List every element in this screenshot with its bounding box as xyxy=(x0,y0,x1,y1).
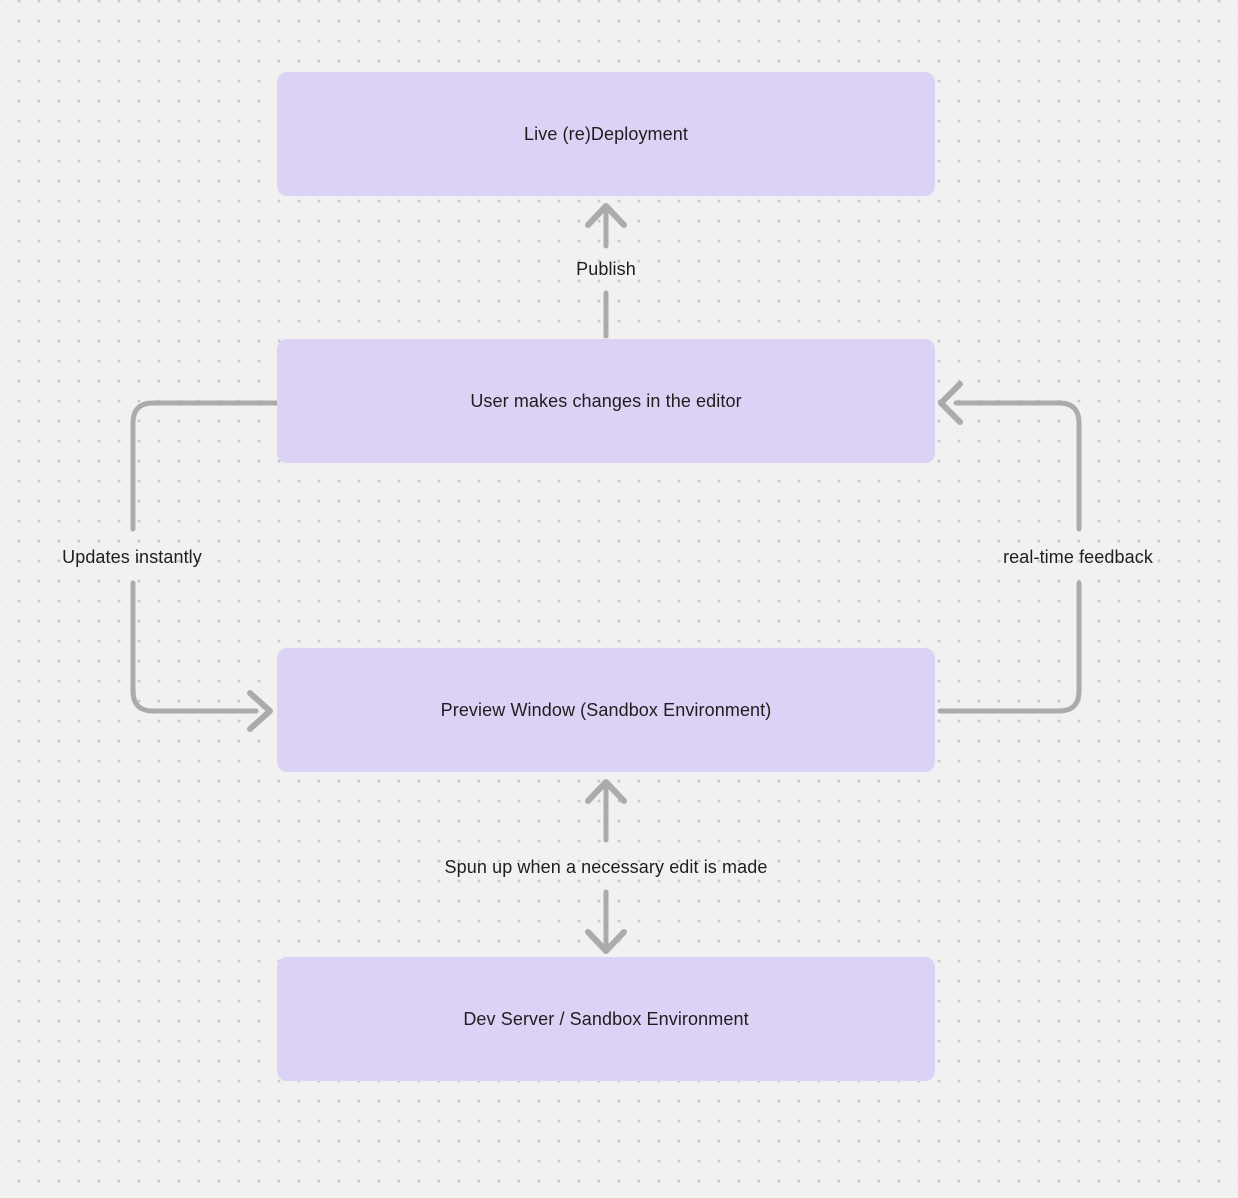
node-label: Preview Window (Sandbox Environment) xyxy=(440,699,772,720)
node-live-redeployment: Live (re)Deployment xyxy=(277,72,935,196)
edge-label-publish: Publish xyxy=(576,259,636,279)
spun-up-arrow-up xyxy=(585,779,627,843)
node-dev-server: Dev Server / Sandbox Environment xyxy=(277,957,935,1081)
node-label: Live (re)Deployment xyxy=(524,123,688,144)
edge-label-spun-up: Spun up when a necessary edit is made xyxy=(444,857,768,877)
node-user-changes: User makes changes in the editor xyxy=(277,339,935,463)
node-label: User makes changes in the editor xyxy=(470,390,742,411)
node-preview-window: Preview Window (Sandbox Environment) xyxy=(277,648,935,772)
edge-label-updates-instantly: Updates instantly xyxy=(62,547,202,567)
edge-label-realtime-feedback: real-time feedback xyxy=(1003,547,1153,567)
spun-up-arrow-down xyxy=(585,889,627,954)
node-label: Dev Server / Sandbox Environment xyxy=(463,1008,749,1029)
